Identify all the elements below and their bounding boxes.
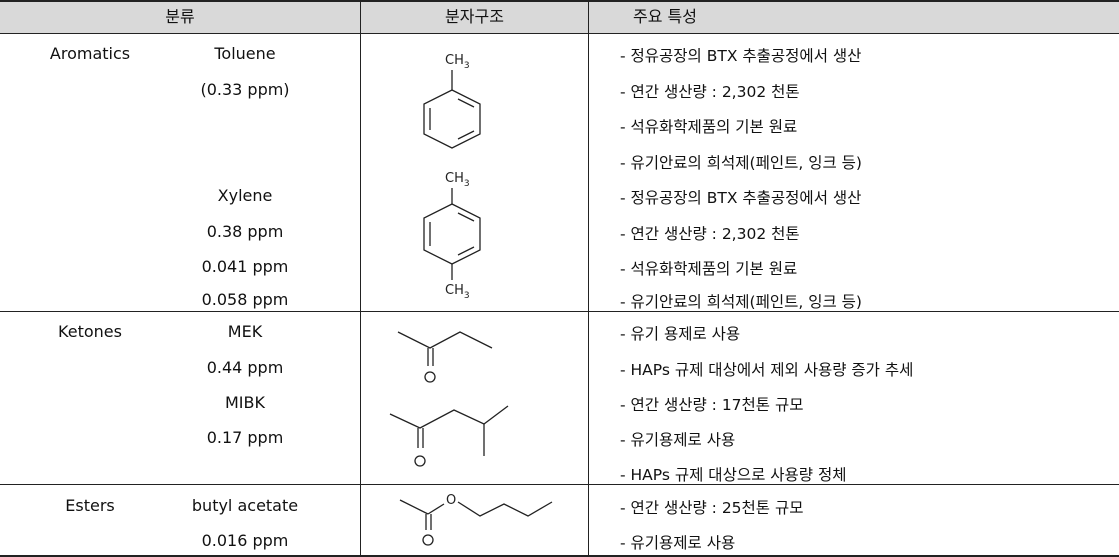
property-line: - 연간 생산량 : 17천톤 규모 (620, 396, 804, 414)
toluene-ch3-label: CH3 (445, 53, 470, 71)
property-line: - 유기안료의 희석제(페인트, 잉크 등) (620, 293, 862, 311)
property-line: - 유기용제로 사용 (620, 534, 736, 552)
xylene-structure: CH3 CH3 (423, 171, 481, 301)
toluene-structure: CH3 (423, 53, 481, 149)
compound-xylene-value-2: 0.041 ppm (201, 257, 289, 276)
header-cell-structure: 분자구조 (361, 0, 588, 33)
compound-mibk-name: MIBK (225, 393, 265, 412)
compound-mek-name: MEK (227, 322, 263, 341)
category-esters: Esters (65, 496, 115, 515)
property-line: - 정유공장의 BTX 추출공정에서 생산 (620, 189, 862, 207)
property-line: - HAPs 규제 대상으로 사용량 정체 (620, 466, 847, 484)
xylene-ch3-bottom-label: CH3 (445, 283, 470, 301)
mek-structure (397, 331, 493, 383)
column-divider-1 (360, 0, 361, 557)
property-line: - 연간 생산량 : 2,302 천톤 (620, 83, 800, 101)
compound-butyl-acetate-value: 0.016 ppm (201, 531, 289, 550)
table-bottom-border (0, 555, 1119, 557)
property-line: - 석유화학제품의 기본 원료 (620, 260, 798, 278)
property-line: - HAPs 규제 대상에서 제외 사용량 증가 추세 (620, 361, 914, 379)
category-ketones: Ketones (58, 322, 122, 341)
compound-mek-value: 0.44 ppm (206, 358, 284, 377)
butyl-acetate-structure: O (399, 493, 553, 546)
header-bottom-border (0, 33, 1119, 34)
row-divider-ketones (0, 484, 1119, 485)
property-line: - 연간 생산량 : 2,302 천톤 (620, 225, 800, 243)
table-top-border (0, 0, 1119, 2)
ester-oxygen-label: O (446, 493, 456, 508)
column-divider-2 (588, 0, 589, 557)
xylene-ch3-top-label: CH3 (445, 171, 470, 189)
compound-toluene-value: (0.33 ppm) (200, 80, 290, 99)
mibk-structure (389, 405, 509, 467)
property-line: - 정유공장의 BTX 추출공정에서 생산 (620, 47, 862, 65)
compound-xylene-value-1: 0.38 ppm (206, 222, 284, 241)
compound-xylene-name: Xylene (217, 186, 273, 205)
compound-toluene-name: Toluene (214, 44, 276, 63)
header-cell-properties: 주요 특성 (589, 0, 1119, 33)
category-aromatics: Aromatics (49, 44, 131, 63)
property-line: - 석유화학제품의 기본 원료 (620, 118, 798, 136)
header-properties-label: 주요 특성 (633, 7, 697, 26)
property-line: - 연간 생산량 : 25천톤 규모 (620, 499, 804, 517)
header-cell-classification: 분류 (0, 0, 360, 33)
compound-mibk-value: 0.17 ppm (206, 428, 284, 447)
compound-xylene-value-3: 0.058 ppm (201, 290, 289, 309)
property-line: - 유기안료의 희석제(페인트, 잉크 등) (620, 154, 862, 172)
row-divider-aromatics (0, 311, 1119, 312)
property-line: - 유기 용제로 사용 (620, 325, 741, 343)
property-line: - 유기용제로 사용 (620, 431, 736, 449)
compound-butyl-acetate-name: butyl acetate (191, 496, 299, 515)
